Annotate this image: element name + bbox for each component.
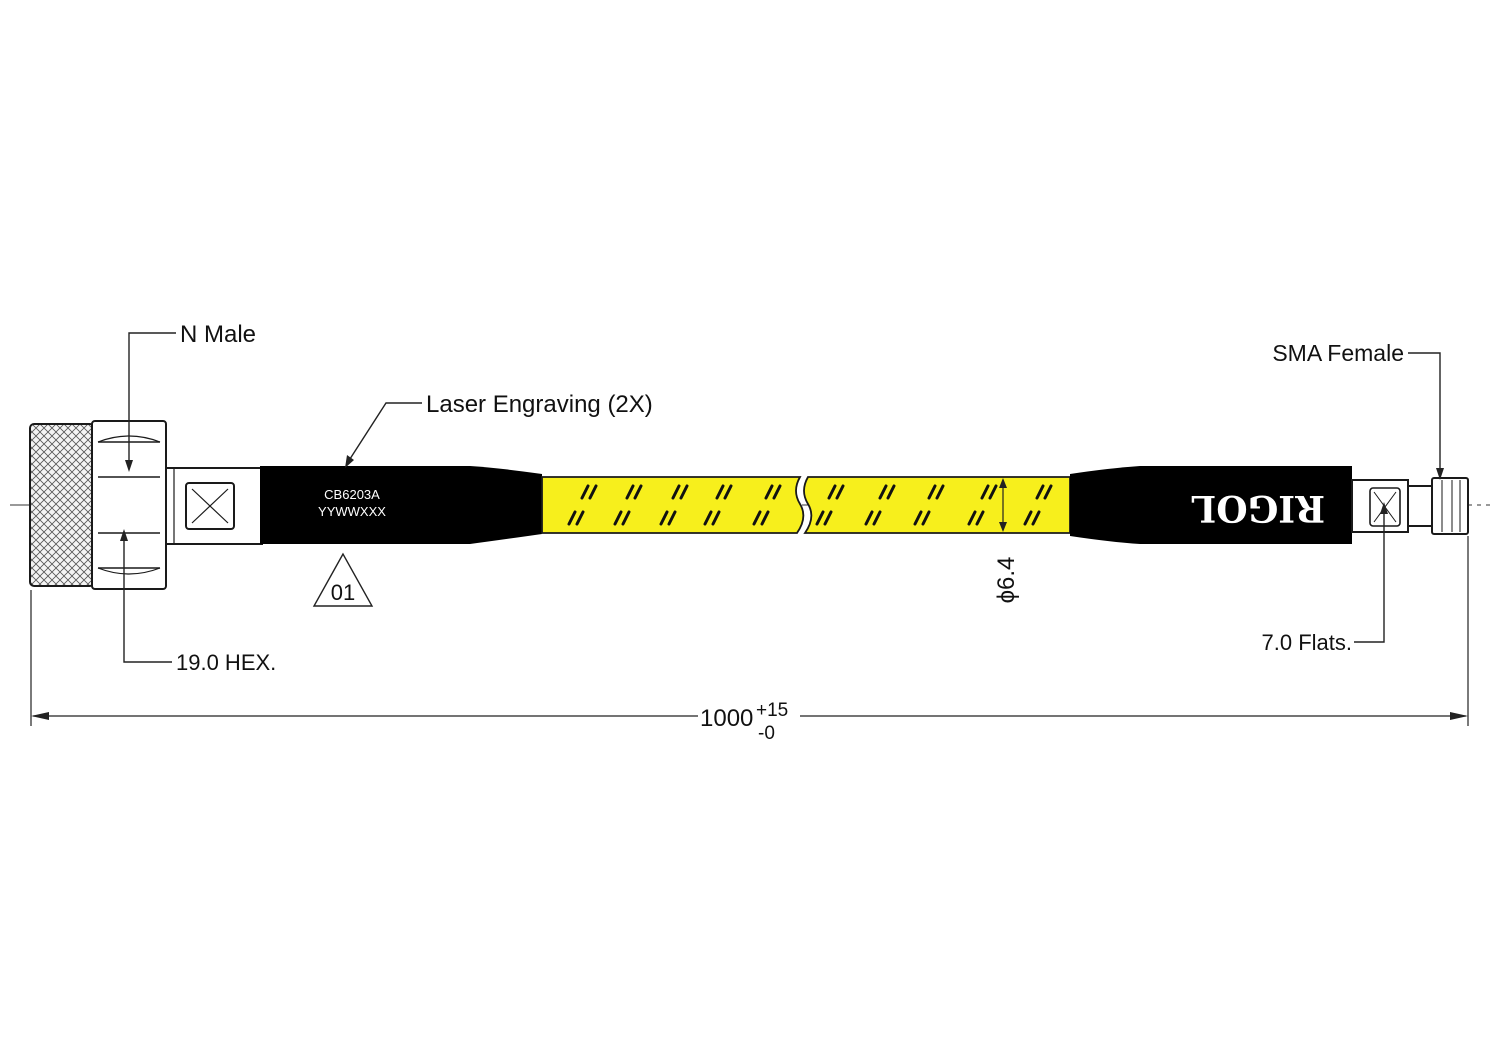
jacket-mark-stroke bbox=[633, 484, 643, 500]
jacket-mark-stroke bbox=[1035, 484, 1045, 500]
length-value: 1000 bbox=[700, 705, 753, 732]
left-boot bbox=[260, 466, 542, 544]
sma-female-leader bbox=[1408, 352, 1441, 474]
n-male-label: N Male bbox=[180, 321, 256, 348]
jacket-mark-stroke bbox=[575, 510, 585, 526]
jacket-mark-stroke bbox=[588, 484, 598, 500]
jacket-mark-stroke bbox=[967, 510, 977, 526]
jacket-mark-stroke bbox=[580, 484, 590, 500]
hex-label: 19.0 HEX. bbox=[176, 650, 276, 675]
engraving-date-code: YYWWXXX bbox=[318, 504, 386, 519]
jacket-mark-stroke bbox=[679, 484, 689, 500]
jacket-mark-stroke bbox=[764, 484, 774, 500]
jacket-mark-stroke bbox=[980, 484, 990, 500]
sma-thread bbox=[1431, 477, 1469, 535]
jacket-mark-stroke bbox=[823, 510, 833, 526]
jacket-mark-stroke bbox=[567, 510, 577, 526]
length-tolerance-plus: +15 bbox=[756, 700, 788, 721]
sma-female-label: SMA Female bbox=[1272, 340, 1404, 366]
cable-jacket-left bbox=[541, 476, 805, 534]
jacket-mark-stroke bbox=[878, 484, 888, 500]
jacket-mark-stroke bbox=[760, 510, 770, 526]
jacket-mark-stroke bbox=[659, 510, 669, 526]
jacket-mark-stroke bbox=[1023, 510, 1033, 526]
sma-body bbox=[1407, 485, 1433, 527]
jacket-mark-stroke bbox=[625, 484, 635, 500]
jacket-mark-stroke bbox=[935, 484, 945, 500]
jacket-mark-stroke bbox=[613, 510, 623, 526]
jacket-mark-stroke bbox=[772, 484, 782, 500]
sma-female-connector bbox=[1351, 477, 1469, 535]
note-triangle bbox=[312, 552, 374, 607]
rigol-logo: RIGOL bbox=[1191, 487, 1325, 529]
jacket-mark-stroke bbox=[815, 510, 825, 526]
jacket-mark-stroke bbox=[886, 484, 896, 500]
jacket-mark-stroke bbox=[621, 510, 631, 526]
jacket-mark-stroke bbox=[975, 510, 985, 526]
note-number: 01 bbox=[331, 580, 355, 605]
jacket-mark-stroke bbox=[1043, 484, 1053, 500]
jacket-mark-stroke bbox=[835, 484, 845, 500]
jacket-mark-stroke bbox=[988, 484, 998, 500]
jacket-mark-stroke bbox=[703, 510, 713, 526]
right-boot bbox=[1070, 466, 1352, 544]
knurled-nut bbox=[29, 423, 95, 587]
laser-engraving-label: Laser Engraving (2X) bbox=[426, 391, 653, 418]
n-male-connector bbox=[29, 420, 263, 590]
length-tolerance-minus: -0 bbox=[758, 723, 775, 744]
n-male-leader bbox=[128, 332, 176, 466]
jacket-mark-stroke bbox=[671, 484, 681, 500]
jacket-mark-stroke bbox=[723, 484, 733, 500]
jacket-marks bbox=[567, 484, 1053, 526]
hex-leader bbox=[123, 535, 172, 663]
flats-label: 7.0 Flats. bbox=[1262, 630, 1352, 655]
jacket-mark-stroke bbox=[711, 510, 721, 526]
jacket-mark-stroke bbox=[752, 510, 762, 526]
jacket-mark-stroke bbox=[872, 510, 882, 526]
jacket-mark-stroke bbox=[864, 510, 874, 526]
jacket-mark-stroke bbox=[921, 510, 931, 526]
jacket-mark-stroke bbox=[715, 484, 725, 500]
diameter-label: ϕ6.4 bbox=[993, 557, 1020, 604]
engraving-part-number: CB6203A bbox=[324, 487, 380, 502]
jacket-mark-stroke bbox=[827, 484, 837, 500]
jacket-mark-stroke bbox=[667, 510, 677, 526]
flats-leader bbox=[1354, 508, 1385, 643]
jacket-mark-stroke bbox=[927, 484, 937, 500]
jacket-mark-stroke bbox=[913, 510, 923, 526]
laser-engraving-leader bbox=[347, 402, 422, 463]
jacket-mark-stroke bbox=[1031, 510, 1041, 526]
